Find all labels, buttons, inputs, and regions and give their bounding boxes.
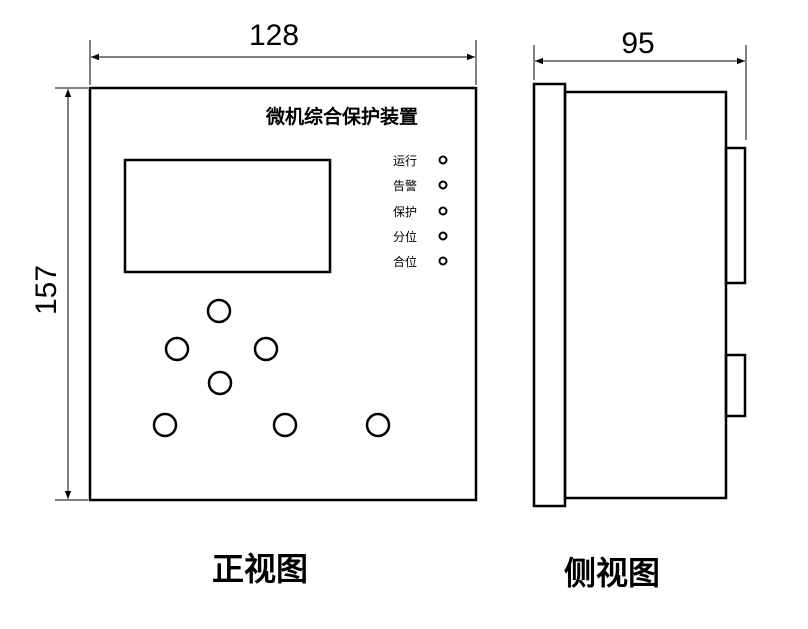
front-height-label: 157 [30,265,63,315]
front-view-caption: 正视图 [212,550,308,588]
device-title: 微机综合保护装置 [265,105,418,128]
key-function-1 [152,412,178,438]
front-panel-outline [88,86,478,502]
indicator-label: 保护 [393,205,417,219]
key-function-2 [272,412,298,438]
keypad [152,298,391,438]
front-width-label: 128 [249,19,299,52]
side-view-caption: 侧视图 [564,554,660,592]
key-up [206,298,232,324]
indicator-label: 分位 [393,229,417,244]
indicator-label: 合位 [393,254,417,269]
led-indicator-icon [438,155,448,165]
key-down [207,370,233,396]
led-indicator-icon [438,206,448,216]
led-indicator-icon [438,231,448,241]
led-indicator-icon [438,180,448,190]
side-view [532,82,747,508]
indicator-list: 运行 告警 保护 分位 合位 [393,154,448,269]
led-indicator-icon [438,256,448,266]
rear-connector-lower [724,353,747,418]
front-width-dimension: 128 [89,19,477,85]
rear-connector-upper [724,146,747,285]
indicator-label: 运行 [393,154,417,168]
key-left [164,336,190,362]
side-depth-label: 95 [621,27,654,60]
key-right [253,336,279,362]
side-body [563,90,728,500]
front-height-dimension: 157 [30,87,88,501]
side-depth-dimension: 95 [533,27,747,140]
lcd-screen [123,158,332,274]
key-function-3 [365,412,391,438]
front-view: 微机综合保护装置 运行 告警 保护 分位 合位 [88,86,478,502]
side-front-plate [532,82,567,508]
indicator-label: 告警 [393,178,417,193]
